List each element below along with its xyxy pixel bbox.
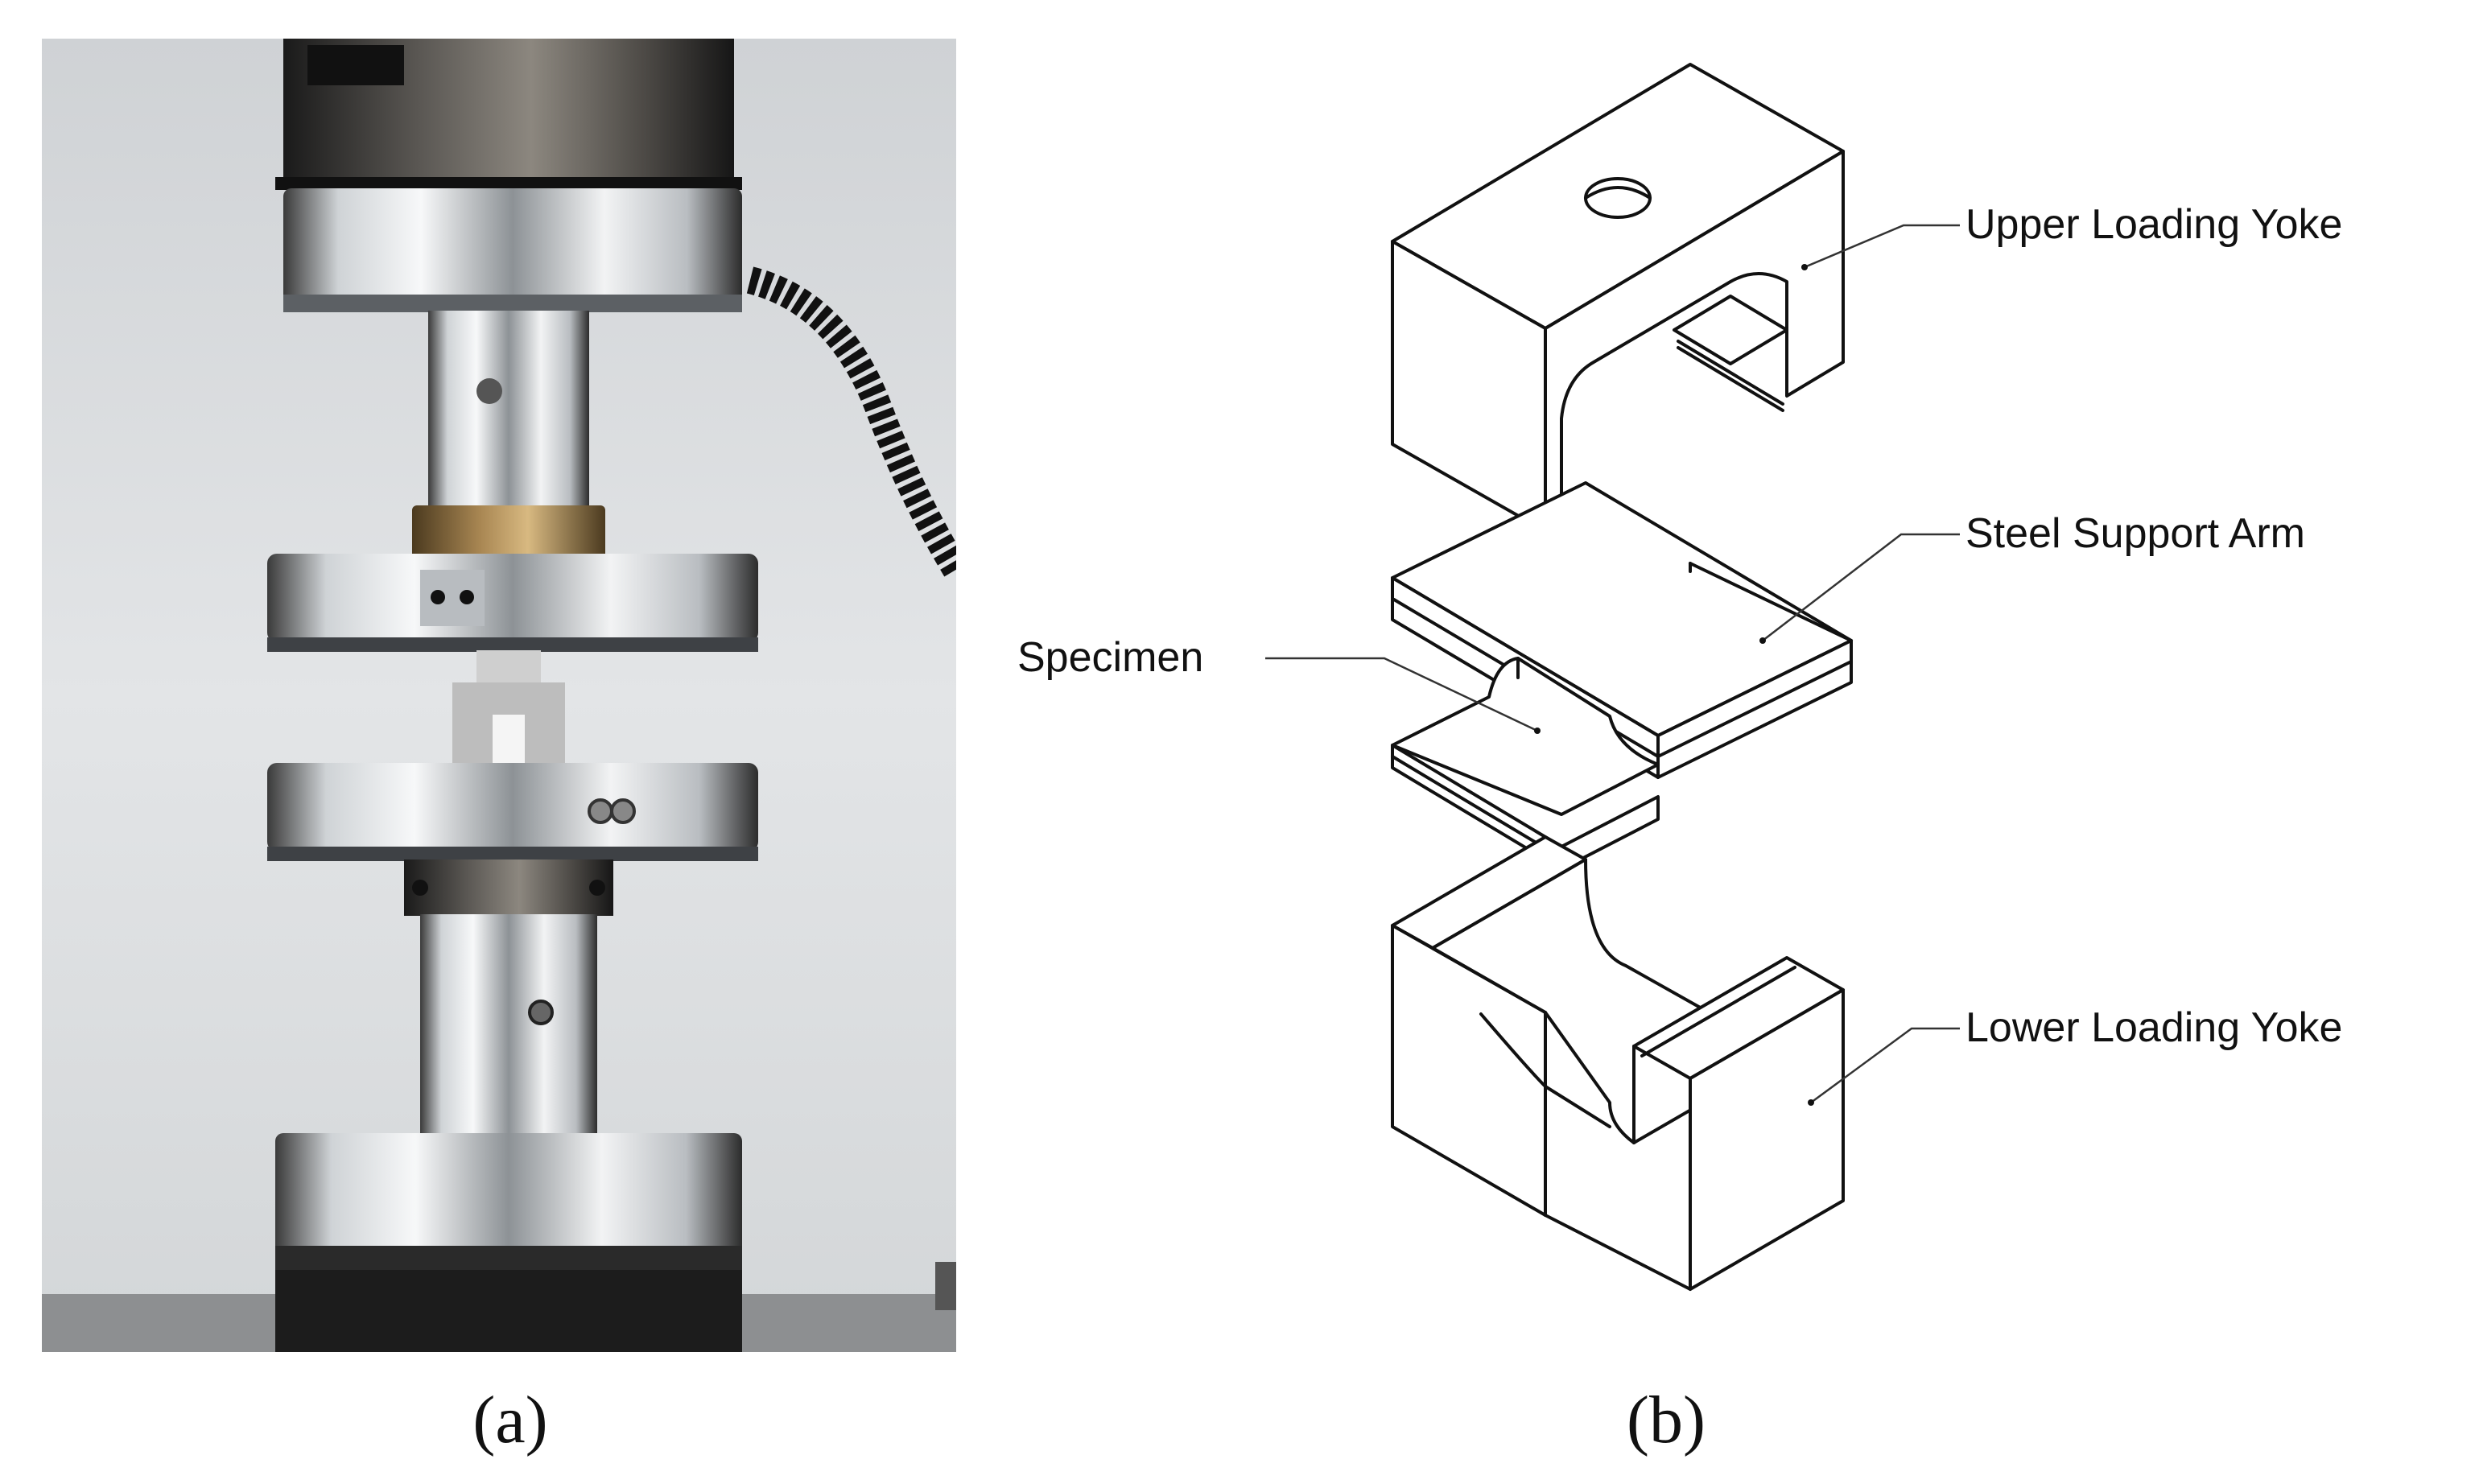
specimen-block	[476, 650, 541, 682]
upper-platen	[267, 554, 758, 642]
label-steel-support-arm: Steel Support Arm	[1965, 510, 2305, 557]
specimen	[1391, 657, 1660, 871]
lower-loading-yoke	[1391, 835, 1845, 1291]
photo-panel	[42, 39, 968, 1352]
lower-coupling	[404, 859, 613, 916]
caption-a: (a)	[472, 1383, 548, 1457]
lower-platen	[267, 763, 758, 851]
lower-rod	[420, 914, 597, 1148]
coiled-cable	[746, 266, 968, 577]
test-fixture-photo	[42, 39, 968, 1352]
exploded-diagram-panel: Upper Loading Yoke Steel Support Arm Spe…	[966, 0, 2479, 1368]
top-flange	[283, 188, 742, 309]
upper-rod	[428, 311, 589, 512]
label-specimen: Specimen	[1017, 634, 1203, 681]
actuator-base	[275, 1270, 742, 1352]
label-lower-loading-yoke: Lower Loading Yoke	[1965, 1004, 2342, 1051]
exploded-diagram: Upper Loading Yoke Steel Support Arm Spe…	[1017, 63, 2342, 1291]
caption-b: (b)	[1627, 1383, 1706, 1457]
upper-loading-yoke	[1391, 63, 1845, 533]
label-upper-loading-yoke: Upper Loading Yoke	[1965, 201, 2342, 248]
bottom-flange	[275, 1133, 742, 1254]
